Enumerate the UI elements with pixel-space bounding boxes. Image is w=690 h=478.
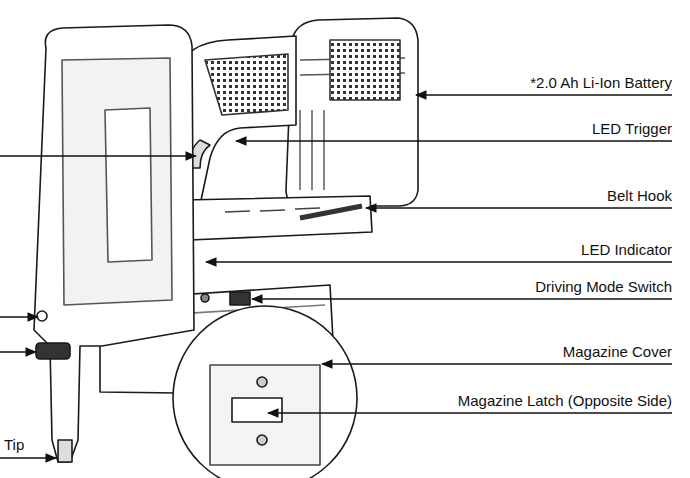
latch-housing: [210, 365, 320, 465]
leader-line: [236, 140, 672, 141]
tool-body: [34, 18, 418, 478]
part-label: Belt Hook: [605, 187, 674, 205]
leader-line: [0, 457, 56, 458]
leader-line: [206, 261, 672, 262]
leader-line: [0, 351, 36, 352]
part-label: Driving Mode Switch: [533, 278, 674, 296]
part-label: Magazine Cover: [561, 343, 674, 361]
battery-ribs: [300, 110, 324, 190]
handle-grip: [205, 54, 288, 115]
mode-switch: [230, 292, 250, 305]
screw: [257, 377, 267, 387]
battery-vents: [330, 40, 400, 100]
part-label: *2.0 Ah Li-Ion Battery: [528, 74, 674, 92]
screw: [257, 435, 267, 445]
part-label: Magazine Latch (Opposite Side): [456, 392, 674, 410]
part-label: LED Indicator: [579, 241, 674, 259]
led-indicator: [201, 294, 209, 302]
housing-panel: [62, 58, 172, 305]
leader-line: [322, 363, 672, 364]
leader-line: [268, 412, 672, 413]
depth-wheel: [36, 343, 70, 359]
jam-release: [37, 311, 47, 321]
rail-slots: [225, 208, 320, 212]
magazine-latch: [232, 398, 282, 422]
leader-line: [0, 155, 196, 156]
housing-window: [105, 108, 152, 262]
leader-line: [252, 298, 672, 299]
front-housing: [34, 25, 194, 462]
rail: [183, 196, 372, 240]
inset-circle: [173, 306, 357, 478]
leader-line: [0, 316, 38, 317]
leader-line: [416, 94, 672, 95]
part-label: LED Trigger: [590, 120, 674, 138]
part-label: Tip: [2, 436, 26, 454]
leader-line: [366, 207, 672, 208]
nose-tip: [58, 440, 72, 462]
belt-hook: [300, 206, 362, 218]
battery-pack: [286, 18, 418, 206]
